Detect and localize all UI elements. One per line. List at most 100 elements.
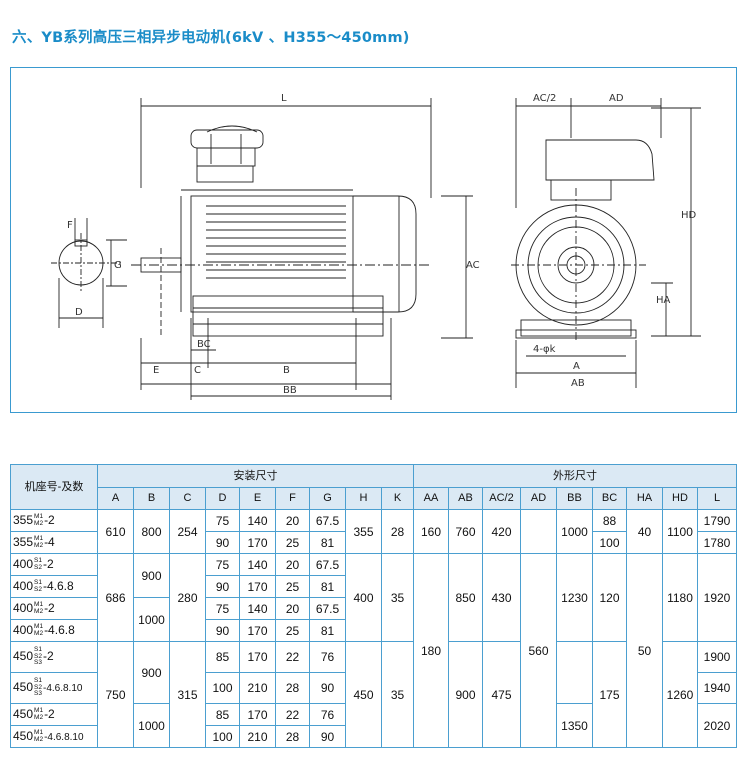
table-cell: 22 bbox=[275, 641, 310, 673]
table-cell: 475 bbox=[482, 641, 521, 748]
motor-outline-drawing: L AC F G D E C BC B BB AC/2 AD HD HA 4-φ… bbox=[51, 93, 701, 400]
table-cell: 1350 bbox=[556, 703, 593, 748]
dim-AC2: AC/2 bbox=[533, 93, 556, 104]
table-cell: 90 bbox=[309, 672, 346, 704]
header-col: C bbox=[169, 487, 206, 510]
table-cell: 355 bbox=[345, 509, 382, 554]
table-cell: 210 bbox=[239, 672, 276, 704]
table-cell: 1230 bbox=[556, 553, 593, 642]
table-cell: 28 bbox=[275, 672, 310, 704]
table-cell: 1790 bbox=[697, 509, 737, 532]
dim-BB: BB bbox=[283, 385, 297, 396]
table-cell: 170 bbox=[239, 575, 276, 598]
header-col: BC bbox=[592, 487, 627, 510]
table-cell: 170 bbox=[239, 641, 276, 673]
dim-AD: AD bbox=[609, 93, 624, 104]
header-group-outline: 外形尺寸 bbox=[413, 464, 737, 488]
table-cell: 81 bbox=[309, 531, 346, 554]
table-cell: 90 bbox=[205, 619, 240, 642]
table-cell: 67.5 bbox=[309, 597, 346, 620]
table-cell: 67.5 bbox=[309, 553, 346, 576]
header-col: BB bbox=[556, 487, 593, 510]
table-cell: 75 bbox=[205, 553, 240, 576]
header-col: D bbox=[205, 487, 240, 510]
table-cell: 35 bbox=[381, 641, 414, 748]
table-cell: 1940 bbox=[697, 672, 737, 704]
dim-HD: HD bbox=[681, 210, 697, 221]
table-cell: 90 bbox=[205, 531, 240, 554]
table-cell: 750 bbox=[97, 641, 134, 748]
table-cell: 140 bbox=[239, 553, 276, 576]
table-cell: 25 bbox=[275, 531, 310, 554]
motor-drawing: L AC F G D E C BC B BB AC/2 AD HD HA 4-φ… bbox=[10, 67, 737, 413]
table-cell: 180 bbox=[413, 553, 449, 748]
header-col: AB bbox=[448, 487, 483, 510]
table-cell: 175 bbox=[592, 641, 627, 748]
table-cell: 90 bbox=[309, 725, 346, 748]
dim-G: G bbox=[114, 260, 122, 271]
dim-D: D bbox=[75, 307, 83, 318]
header-col: F bbox=[275, 487, 310, 510]
dim-K: 4-φk bbox=[533, 344, 556, 355]
table-cell: 170 bbox=[239, 703, 276, 726]
table-cell: 1000 bbox=[133, 703, 170, 748]
table-cell: 560 bbox=[520, 553, 557, 748]
table-cell: 900 bbox=[448, 641, 483, 748]
table-cell: 170 bbox=[239, 619, 276, 642]
header-col: HD bbox=[662, 487, 698, 510]
table-cell: 400 bbox=[345, 553, 382, 642]
table-cell: 1920 bbox=[697, 553, 737, 642]
dim-BC: BC bbox=[197, 339, 211, 350]
dimension-table: 机座号-及数 安装尺寸 外形尺寸 A B C D E F G H K AA AB… bbox=[10, 464, 737, 748]
table-cell: 160 bbox=[413, 509, 449, 554]
header-col: H bbox=[345, 487, 382, 510]
header-col: L bbox=[697, 487, 737, 510]
table-cell: 686 bbox=[97, 553, 134, 642]
table-cell: 760 bbox=[448, 509, 483, 554]
header-model: 机座号-及数 bbox=[10, 464, 98, 510]
table-cell: 420 bbox=[482, 509, 521, 554]
header-col: AA bbox=[413, 487, 449, 510]
table-cell: 1900 bbox=[697, 641, 737, 673]
table-cell: 75 bbox=[205, 597, 240, 620]
table-cell: 28 bbox=[275, 725, 310, 748]
table-cell: 75 bbox=[205, 509, 240, 532]
dim-C: C bbox=[194, 365, 201, 376]
header-col: AD bbox=[520, 487, 557, 510]
dim-AB: AB bbox=[571, 378, 585, 389]
dim-AC: AC bbox=[466, 260, 480, 271]
table-cell: 67.5 bbox=[309, 509, 346, 532]
dim-L: L bbox=[281, 93, 287, 104]
table-cell: 800 bbox=[133, 509, 170, 554]
table-cell: 140 bbox=[239, 597, 276, 620]
page-title: 六、YB系列高压三相异步电动机(6kV 、H355～450mm) bbox=[12, 30, 410, 46]
header-col: B bbox=[133, 487, 170, 510]
table-cell: 254 bbox=[169, 509, 206, 554]
table-cell: 430 bbox=[482, 553, 521, 642]
table-cell: 1260 bbox=[662, 641, 698, 748]
table-cell: 210 bbox=[239, 725, 276, 748]
table-cell: 120 bbox=[592, 553, 627, 642]
table-cell: 50 bbox=[626, 553, 663, 748]
table-cell: 85 bbox=[205, 703, 240, 726]
table-cell: 25 bbox=[275, 619, 310, 642]
table-cell: 100 bbox=[205, 672, 240, 704]
header-group-mount: 安装尺寸 bbox=[97, 464, 414, 488]
table-cell: 76 bbox=[309, 641, 346, 673]
dim-F: F bbox=[67, 220, 73, 231]
table-cell: 170 bbox=[239, 531, 276, 554]
table-cell: 20 bbox=[275, 509, 310, 532]
table-cell: 25 bbox=[275, 575, 310, 598]
table-cell: 22 bbox=[275, 703, 310, 726]
header-col: A bbox=[97, 487, 134, 510]
table-cell: 900 bbox=[133, 553, 170, 598]
